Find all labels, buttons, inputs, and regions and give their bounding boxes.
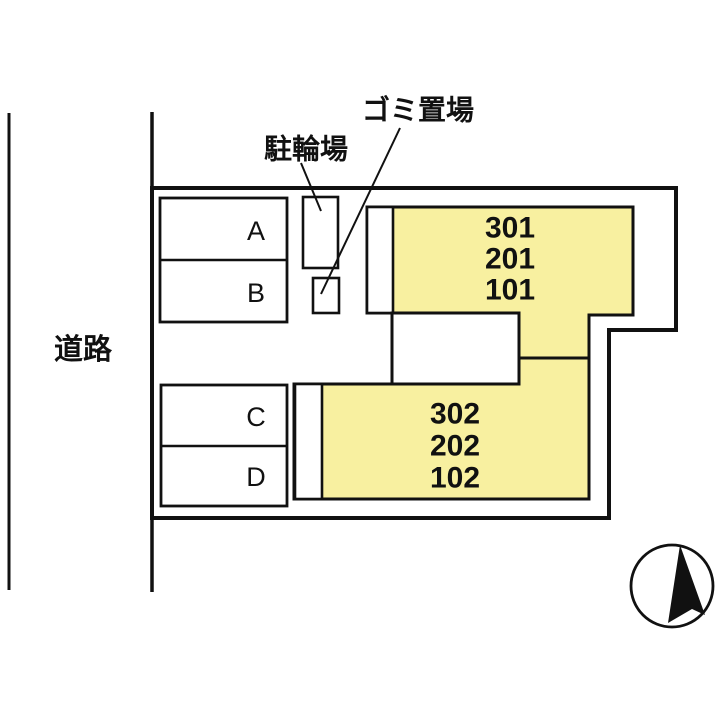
garbage-area-box — [311, 276, 341, 315]
parking-stall-d-label: D — [246, 462, 266, 492]
bicycle-parking-leader-line — [300, 162, 322, 212]
garbage-area-label: ゴミ置場 — [362, 94, 474, 126]
unit-301-label: 301 — [485, 212, 535, 245]
north-arrow-icon — [668, 545, 705, 623]
bicycle-parking-box — [301, 195, 340, 270]
building-lower-entry-strip — [293, 382, 324, 501]
garbage-area-leader-line — [320, 127, 401, 295]
unit-202-label: 202 — [430, 430, 480, 463]
parking-stall-a-label: A — [247, 216, 265, 246]
unit-101-label: 101 — [485, 274, 535, 307]
parking-stall-b-label: B — [247, 278, 265, 308]
bicycle-parking-label: 駐輪場 — [264, 133, 348, 165]
unit-302-label: 302 — [430, 398, 480, 431]
road-label: 道路 — [54, 333, 113, 366]
unit-102-label: 102 — [430, 462, 480, 495]
compass — [629, 543, 715, 629]
unit-201-label: 201 — [485, 243, 535, 276]
parking-stall-c-label: C — [246, 402, 266, 432]
building-entrance-block — [390, 311, 521, 386]
building-upper-entry-strip — [365, 205, 395, 315]
